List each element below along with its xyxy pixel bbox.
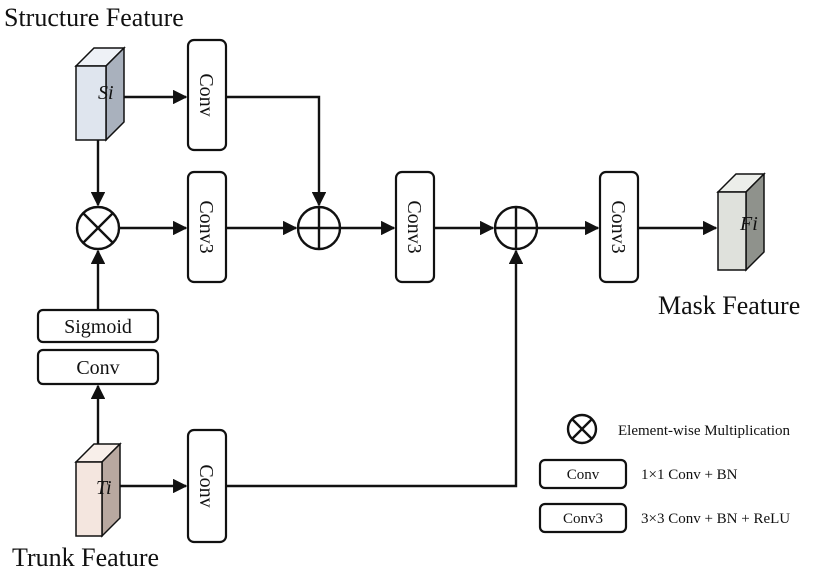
ti-label: Ti	[96, 477, 112, 499]
legend-conv3-text: 3×3 Conv + BN + ReLU	[641, 511, 790, 527]
si-label: Si	[98, 82, 114, 104]
multiply-operator	[75, 205, 121, 251]
conv-ti-block: Conv	[186, 428, 228, 544]
conv-si-block: Conv	[186, 38, 228, 152]
legend-conv3-label: Conv3	[563, 511, 603, 527]
structure-feature-label: Structure Feature	[4, 3, 184, 32]
add-operator-2	[493, 205, 539, 251]
legend-conv3-box: Conv3	[538, 502, 628, 534]
conv3-b-block: Conv3	[394, 170, 436, 284]
si-feature-cube: Si	[74, 46, 126, 142]
fi-feature-cube: Fi	[716, 172, 766, 272]
connections	[90, 89, 718, 494]
conv3-c-block: Conv3	[598, 170, 640, 284]
legend-conv-text: 1×1 Conv + BN	[641, 467, 738, 483]
sigmoid-text: Sigmoid	[64, 316, 132, 338]
conv3-a-block: Conv3	[186, 170, 228, 284]
legend-conv-box: Conv	[538, 458, 628, 490]
legend: Element-wise Multiplication Conv 1×1 Con…	[538, 413, 791, 534]
conv-si-text: Conv	[195, 73, 217, 116]
fi-label: Fi	[739, 213, 758, 235]
legend-conv-label: Conv	[567, 467, 600, 483]
conv3-a-text: Conv3	[195, 200, 217, 253]
conv-gate-block: Conv	[36, 348, 160, 386]
conv3-b-text: Conv3	[403, 200, 425, 253]
ti-feature-cube: Ti	[74, 442, 122, 538]
conv3-c-text: Conv3	[607, 200, 629, 253]
legend-multiply-symbol	[566, 413, 598, 445]
add-operator-1	[296, 205, 342, 251]
trunk-feature-label: Trunk Feature	[12, 543, 159, 571]
sigmoid-block: Sigmoid	[36, 308, 160, 344]
conv-gate-text: Conv	[76, 357, 119, 379]
conv-ti-text: Conv	[195, 464, 217, 507]
legend-multiply-text: Element-wise Multiplication	[618, 423, 791, 439]
mask-feature-label: Mask Feature	[658, 291, 800, 320]
